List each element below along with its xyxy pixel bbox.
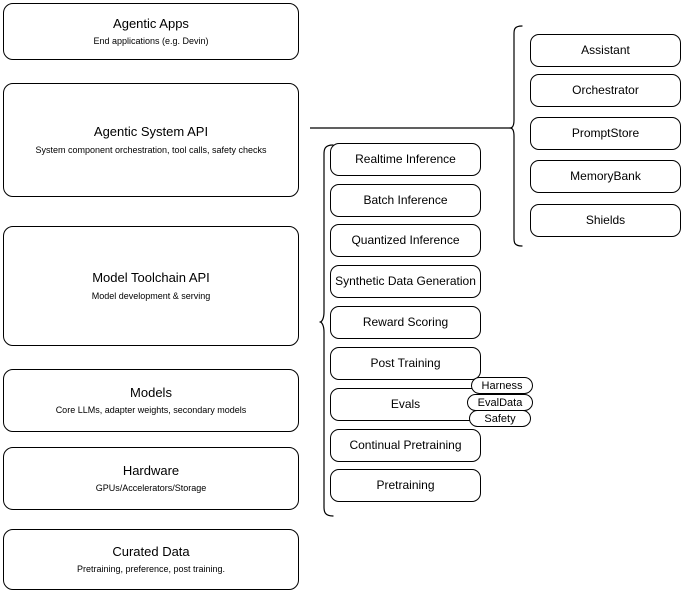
eval-badge-harness[interactable]: Harness: [471, 377, 533, 394]
eval-badge-label: Safety: [484, 412, 516, 425]
capability-realtime-inference[interactable]: Realtime Inference: [330, 143, 481, 176]
layer-title: Curated Data: [112, 543, 190, 559]
layer-title: Model Toolchain API: [92, 270, 210, 286]
component-label: PromptStore: [571, 126, 640, 140]
capability-label: Continual Pretraining: [349, 438, 462, 452]
eval-badge-label: EvalData: [477, 396, 523, 409]
layer-models[interactable]: Models Core LLMs, adapter weights, secon…: [3, 369, 299, 432]
layer-subtitle: GPUs/Accelerators/Storage: [95, 483, 207, 493]
layer-agentic-apps[interactable]: Agentic Apps End applications (e.g. Devi…: [3, 3, 299, 60]
capability-quantized-inference[interactable]: Quantized Inference: [330, 224, 481, 257]
layer-curated-data[interactable]: Curated Data Pretraining, preference, po…: [3, 529, 299, 590]
capability-label: Batch Inference: [363, 193, 448, 207]
component-memorybank[interactable]: MemoryBank: [530, 160, 681, 193]
capability-label: Realtime Inference: [355, 152, 456, 166]
layer-subtitle: Core LLMs, adapter weights, secondary mo…: [55, 405, 247, 415]
capability-label: Evals: [390, 397, 421, 411]
layer-title: Agentic Apps: [113, 15, 189, 31]
component-label: Orchestrator: [572, 83, 639, 97]
layer-model-toolchain-api[interactable]: Model Toolchain API Model development & …: [3, 226, 299, 346]
component-promptstore[interactable]: PromptStore: [530, 117, 681, 150]
layer-subtitle: Model development & serving: [91, 290, 211, 301]
capability-post-training[interactable]: Post Training: [330, 347, 481, 380]
eval-badge-safety[interactable]: Safety: [469, 410, 531, 427]
component-shields[interactable]: Shields: [530, 204, 681, 237]
layer-agentic-system-api[interactable]: Agentic System API System component orch…: [3, 83, 299, 197]
component-orchestrator[interactable]: Orchestrator: [530, 74, 681, 107]
layer-subtitle: System component orchestration, tool cal…: [35, 144, 267, 155]
capability-label: Quantized Inference: [351, 233, 460, 247]
capability-pretraining[interactable]: Pretraining: [330, 469, 481, 502]
capability-evals[interactable]: Evals: [330, 388, 481, 421]
component-assistant[interactable]: Assistant: [530, 34, 681, 67]
component-label: MemoryBank: [570, 169, 641, 183]
layer-title: Models: [130, 384, 172, 400]
layer-title: Agentic System API: [93, 124, 209, 140]
eval-badge-evaldata[interactable]: EvalData: [467, 394, 533, 411]
capability-synthetic-data-generation[interactable]: Synthetic Data Generation: [330, 265, 481, 298]
capability-label: Synthetic Data Generation: [335, 274, 476, 288]
component-label: Shields: [585, 213, 626, 227]
component-label: Assistant: [581, 43, 630, 57]
capability-batch-inference[interactable]: Batch Inference: [330, 184, 481, 217]
brace-agentic-system: [509, 25, 523, 247]
capability-label: Reward Scoring: [362, 315, 449, 329]
capability-continual-pretraining[interactable]: Continual Pretraining: [330, 429, 481, 462]
capability-label: Pretraining: [376, 478, 435, 492]
capability-reward-scoring[interactable]: Reward Scoring: [330, 306, 481, 339]
layer-hardware[interactable]: Hardware GPUs/Accelerators/Storage: [3, 447, 299, 510]
layer-title: Hardware: [122, 462, 180, 478]
layer-subtitle: End applications (e.g. Devin): [93, 36, 209, 46]
eval-badge-label: Harness: [481, 379, 523, 392]
capability-label: Post Training: [370, 356, 441, 370]
layer-subtitle: Pretraining, preference, post training.: [76, 564, 226, 574]
